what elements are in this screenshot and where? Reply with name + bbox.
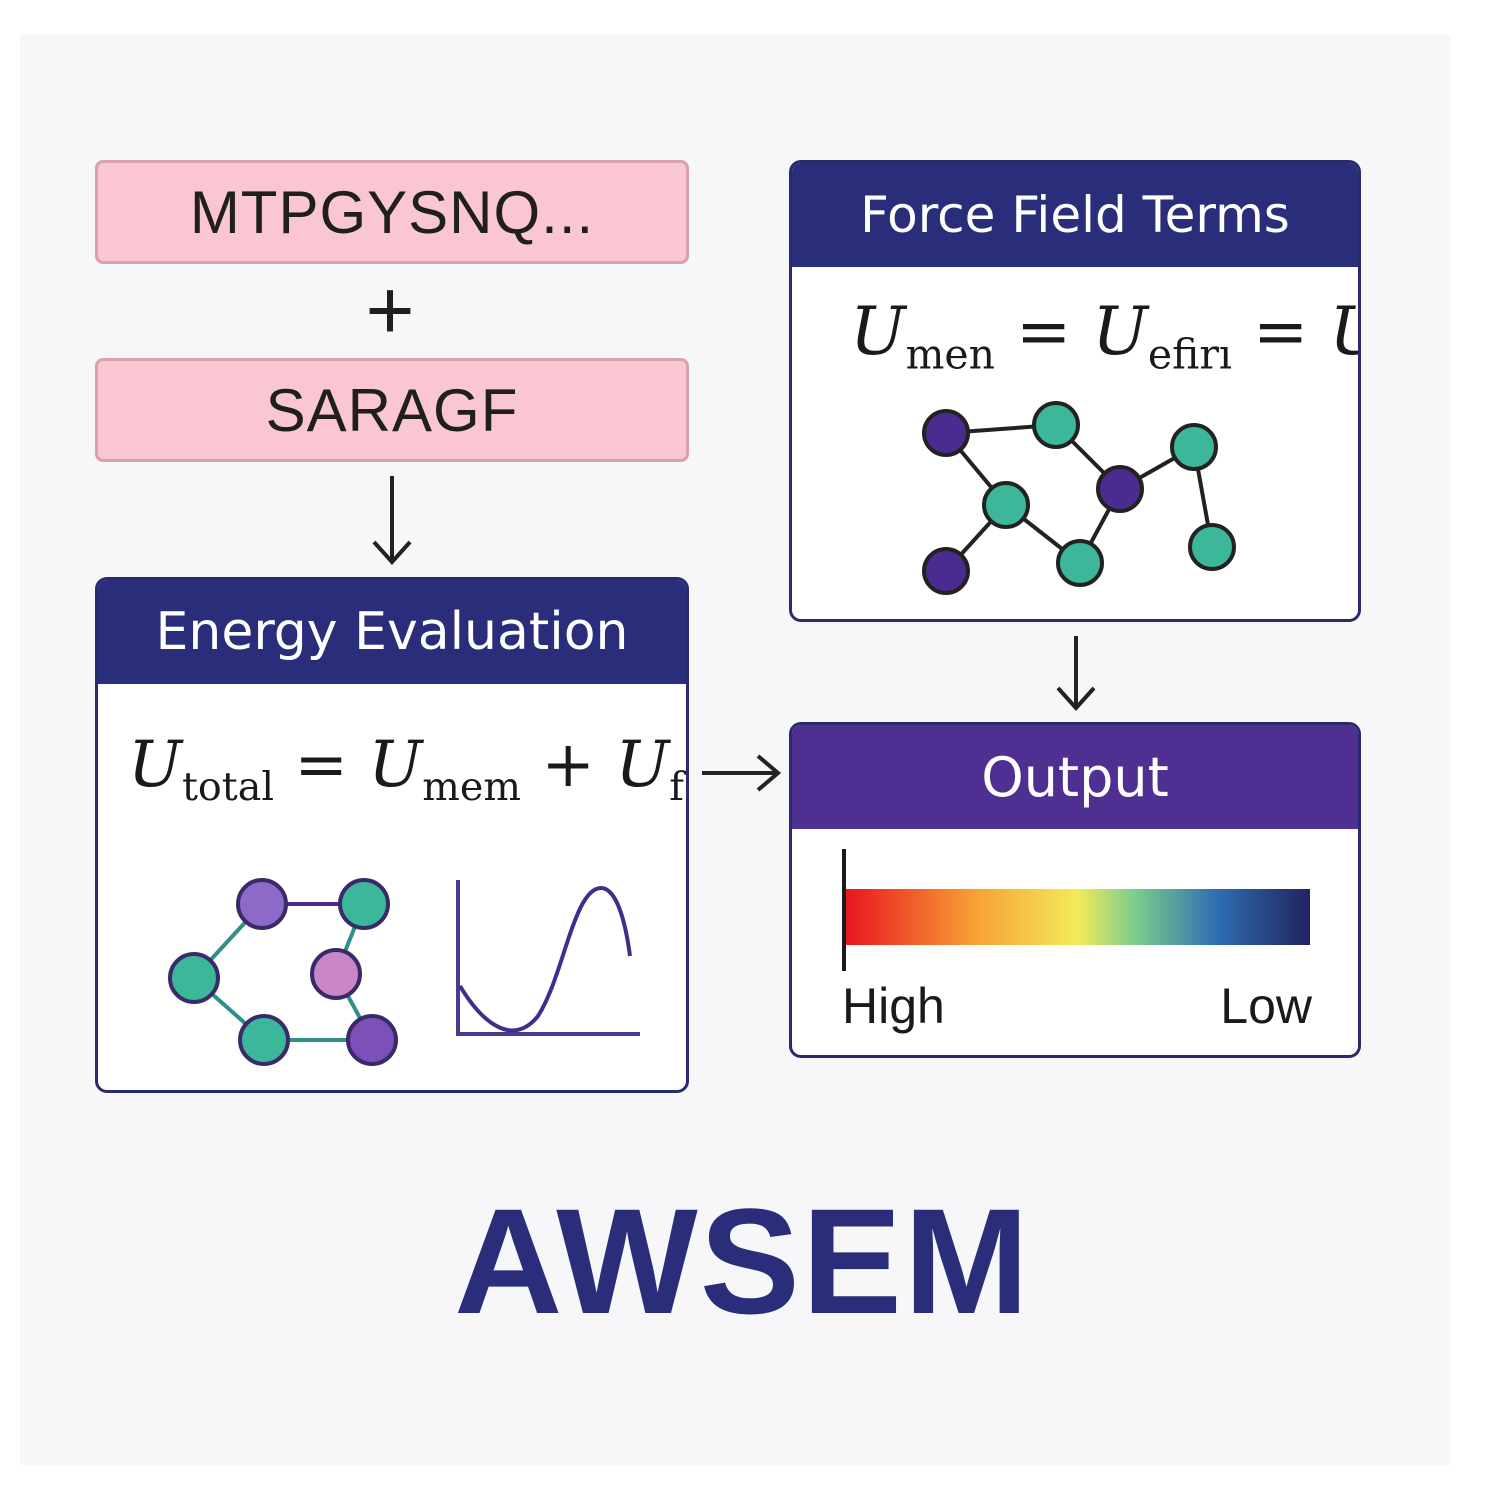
equation-operator: = (994, 293, 1093, 370)
graph-node (1170, 423, 1218, 471)
graph-node (922, 409, 970, 457)
graph-node (1096, 465, 1144, 513)
arrow-down-to-output (1056, 636, 1096, 711)
sequence-box-1: MTPGYSNQ... (95, 160, 689, 264)
equation-symbol: U (128, 728, 182, 802)
equation-symbol: U (1092, 293, 1148, 370)
graph-node (238, 1014, 290, 1066)
graph-node (922, 547, 970, 595)
total-energy-equation: Utotal = Umem + Ufair (128, 728, 686, 810)
equation-symbol: U (850, 293, 906, 370)
equation-subscript: fair (669, 763, 686, 810)
energy-curve-plot (456, 880, 640, 1036)
energy-color-scale (842, 849, 1310, 971)
arrow-down-to-energy (372, 476, 412, 565)
output-title: Output (981, 745, 1169, 809)
color-gradient-bar (844, 889, 1310, 945)
output-panel: Output High Low (789, 722, 1361, 1058)
sequence-box-2: SARAGF (95, 358, 689, 462)
equation-symbol: U (368, 728, 423, 802)
scale-low-label: Low (1220, 978, 1312, 1034)
energy-evaluation-title: Energy Evaluation (155, 602, 629, 662)
arrow-right-to-output (702, 754, 782, 792)
equation-symbol: U (615, 728, 670, 802)
force-field-terms-title: Force Field Terms (860, 186, 1290, 244)
graph-node (1032, 401, 1080, 449)
graph-node (310, 948, 362, 1000)
graph-node (168, 952, 220, 1004)
energy-evaluation-panel: Energy Evaluation Utotal = Umem + Ufair (95, 577, 689, 1093)
graph-node (236, 878, 288, 930)
scale-high-label: High (842, 978, 945, 1034)
energy-evaluation-header: Energy Evaluation (98, 580, 686, 684)
main-title: AWSEM (454, 1177, 1031, 1345)
equation-operator: = (1232, 293, 1330, 370)
graph-node (338, 878, 390, 930)
plus-sign: + (365, 263, 415, 357)
equation-subscript: mem (422, 763, 522, 810)
equation-subscript: efirı (1147, 330, 1232, 379)
graph-node (1188, 523, 1236, 571)
sequence-2-text: SARAGF (265, 376, 519, 444)
output-header: Output (792, 725, 1358, 829)
equation-symbol: U (1329, 293, 1358, 370)
equation-operator: = (274, 728, 369, 802)
force-field-terms-header: Force Field Terms (792, 163, 1358, 267)
graph-node (346, 1014, 398, 1066)
force-field-molecule-graph (922, 401, 1236, 595)
equation-operator: + (521, 728, 616, 802)
graph-node (982, 481, 1030, 529)
force-field-equation: Umen = Uefirı = Ufair (850, 293, 1358, 379)
sequence-1-text: MTPGYSNQ... (189, 178, 595, 246)
equation-subscript: total (181, 763, 275, 810)
graph-node (1056, 539, 1104, 587)
energy-molecule-graph (168, 878, 398, 1066)
equation-subscript: men (905, 330, 995, 379)
force-field-terms-panel: Force Field Terms Umen = Uefirı = Ufair (789, 160, 1361, 622)
